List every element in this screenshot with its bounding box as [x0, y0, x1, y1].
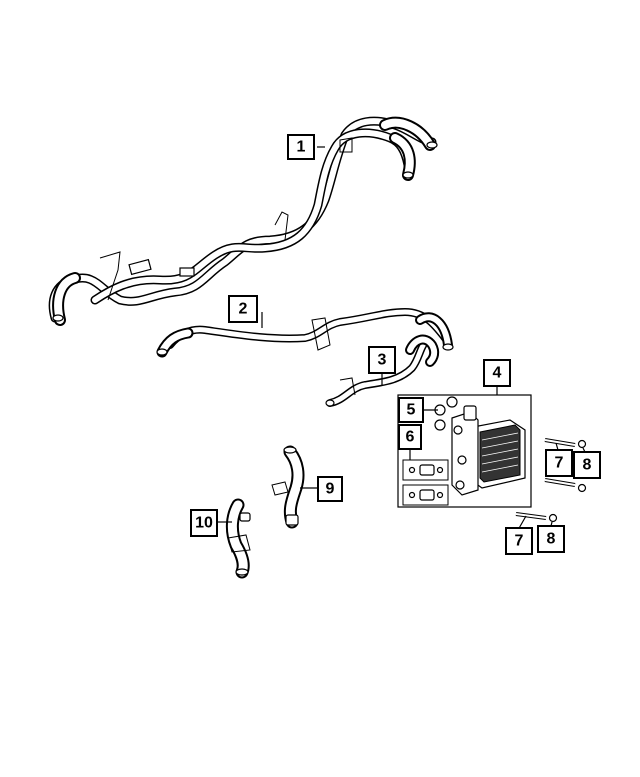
- svg-text:5: 5: [407, 402, 416, 419]
- svg-text:10: 10: [195, 515, 213, 532]
- nuts-8: [548, 439, 587, 523]
- svg-text:1: 1: [297, 139, 306, 156]
- callout-2[interactable]: 2: [228, 295, 258, 323]
- svg-text:4: 4: [493, 365, 502, 382]
- svg-text:6: 6: [406, 429, 415, 446]
- callout-10[interactable]: 10: [190, 509, 218, 537]
- oil-cooler-4: [397, 394, 532, 508]
- svg-text:8: 8: [547, 531, 556, 548]
- svg-text:8: 8: [583, 457, 592, 474]
- callout-3[interactable]: 3: [368, 346, 396, 374]
- callout-8a[interactable]: 8: [573, 451, 601, 479]
- bolts-7: [515, 438, 576, 520]
- svg-text:2: 2: [239, 301, 248, 318]
- callout-7b[interactable]: 7: [505, 527, 533, 555]
- hose-assembly-1: [48, 116, 438, 326]
- callout-1[interactable]: 1: [287, 134, 315, 160]
- hose-assembly-3: [325, 334, 440, 407]
- hose-10: [225, 498, 251, 579]
- svg-text:3: 3: [378, 352, 387, 369]
- callout-7a[interactable]: 7: [545, 449, 573, 477]
- hose-9: [271, 445, 305, 529]
- svg-text:7: 7: [515, 533, 524, 550]
- hose-assembly-2: [156, 308, 454, 358]
- callout-6[interactable]: 6: [398, 424, 422, 450]
- callout-5[interactable]: 5: [398, 397, 424, 423]
- svg-text:7: 7: [555, 455, 564, 472]
- callout-9[interactable]: 9: [317, 476, 343, 502]
- callout-4[interactable]: 4: [483, 359, 511, 387]
- seal-kit-6: [402, 459, 449, 506]
- callout-8b[interactable]: 8: [537, 525, 565, 553]
- svg-text:9: 9: [326, 481, 335, 498]
